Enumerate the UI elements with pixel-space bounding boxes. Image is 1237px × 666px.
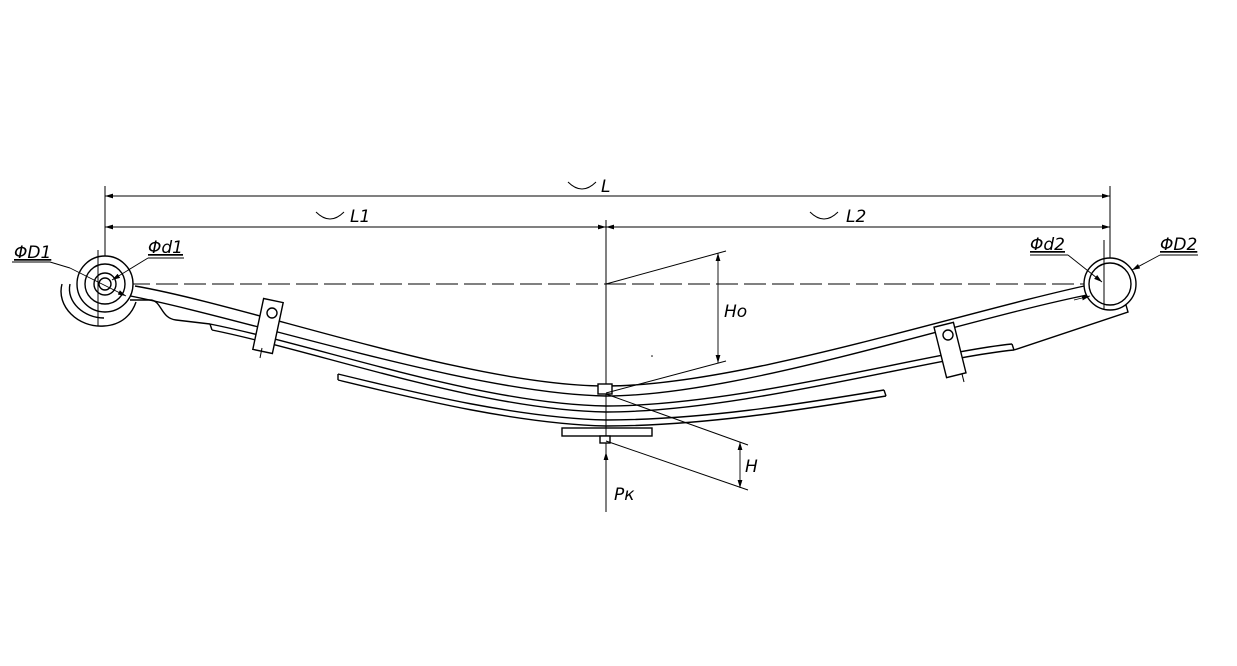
label-l1: L1: [350, 207, 370, 227]
label-ho: Ho: [724, 302, 747, 322]
label-h: H: [745, 457, 758, 477]
label-left-eye-outer: ΦD1: [14, 243, 51, 263]
load-arrow: Рк: [603, 452, 635, 505]
dimension-l1-l2: L1 L2: [105, 207, 1110, 230]
label-l2: L2: [846, 207, 866, 227]
left-clip: [251, 297, 285, 359]
right-eye: [1083, 240, 1137, 311]
label-left-eye-inner: Φd1: [148, 238, 183, 258]
right-clip: [933, 321, 967, 383]
center-bolt: [597, 383, 613, 444]
right-eye-callouts: Φd2 ΦD2: [1030, 235, 1198, 301]
label-right-eye-inner: Φd2: [1030, 235, 1065, 255]
left-eye: [60, 250, 211, 327]
dimension-l: L: [105, 177, 1110, 199]
stray-dot: [651, 355, 653, 357]
dimension-ho: Ho: [605, 250, 747, 394]
label-l: L: [601, 177, 610, 197]
dimension-h: H: [605, 393, 758, 491]
label-load: Рк: [614, 485, 635, 505]
left-eye-callouts: ΦD1 Φd1: [12, 238, 184, 297]
label-right-eye-outer: ΦD2: [1160, 235, 1197, 255]
